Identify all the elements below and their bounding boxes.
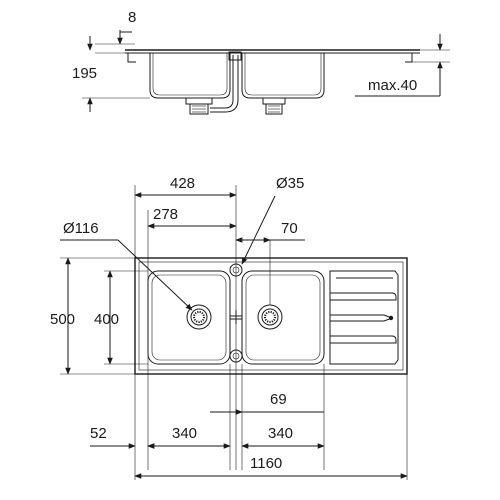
right-bowl-inner	[244, 53, 322, 96]
dim-400-label: 400	[94, 311, 119, 328]
dim-340-right-label: 340	[268, 425, 293, 442]
left-bowl-profile	[149, 53, 231, 99]
drainer-groove-2	[330, 314, 394, 322]
dim-depth-label: 195	[72, 65, 97, 82]
top-view: 428 278 Ø35 Ø116 70 500 400 69	[50, 175, 408, 480]
dim-500-label: 500	[50, 311, 75, 328]
dim-max-label: max.40	[368, 77, 417, 94]
dim-69-label: 69	[270, 391, 287, 408]
left-clamp	[127, 53, 136, 63]
sink-outline	[134, 257, 408, 375]
drainer-board	[329, 270, 399, 365]
left-drain-body	[189, 103, 209, 115]
drainer-groove-1	[330, 292, 397, 301]
right-bowl	[241, 270, 325, 365]
dim-d35-leader	[241, 195, 276, 265]
overflow-pipe-outer	[210, 55, 239, 113]
right-bowl-profile	[241, 53, 325, 99]
overflow-pipe	[210, 55, 234, 109]
dim-1160-label: 1160	[250, 455, 282, 472]
dim-340-left-label: 340	[172, 425, 197, 442]
dim-278-label: 278	[153, 206, 178, 223]
sink-inner-rim	[138, 261, 404, 371]
left-drain-icon	[186, 304, 212, 330]
left-drain-fitting	[185, 97, 213, 105]
left-bowl	[147, 270, 231, 365]
dim-d116-label: Ø116	[63, 220, 99, 237]
right-clamp	[405, 53, 413, 63]
dim-d116-leader	[117, 239, 193, 311]
right-bowl-inner-line	[245, 274, 321, 361]
drainer-groove-3	[330, 335, 397, 344]
dim-70-label: 70	[281, 220, 298, 237]
left-bowl-inner	[152, 53, 228, 96]
dim-d35-label: Ø35	[276, 175, 304, 192]
dim-rim-label: 8	[128, 9, 136, 26]
right-drain-fitting	[262, 97, 286, 105]
dim-428-label: 428	[170, 175, 195, 192]
overflow-fitting	[228, 51, 242, 61]
dim-52-label: 52	[90, 425, 107, 442]
right-drain-body	[265, 103, 283, 115]
left-bowl-inner-line	[151, 274, 227, 361]
side-view: 8 195 max.40	[72, 9, 450, 115]
